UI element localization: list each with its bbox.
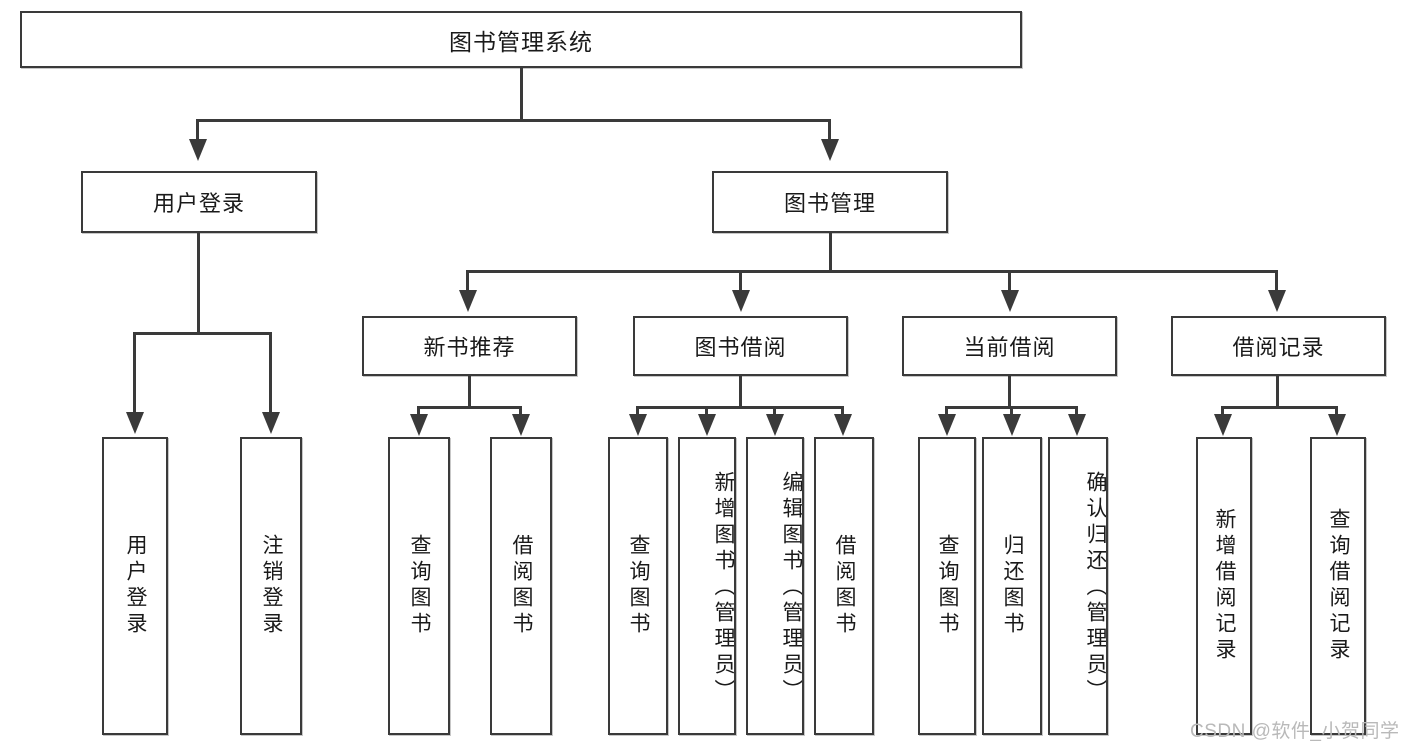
node-leaf-return-book[interactable]: 归还图书 (982, 437, 1042, 735)
node-leaf-borrow-book-2[interactable]: 借阅图书 (814, 437, 874, 735)
connector-drop-query-book-2 (636, 406, 639, 418)
arrow-book-management (821, 139, 839, 161)
connector-drop-new-book-recommend (466, 270, 469, 292)
node-leaf-logout-login[interactable]: 注销登录 (240, 437, 302, 735)
arrow-query-book-3 (938, 414, 956, 436)
node-leaf-borrow-book-2-label: 借阅图书 (833, 534, 857, 638)
connector-level3-bar (466, 270, 1278, 273)
node-leaf-edit-book-label: 编辑图书（管理员） (780, 471, 803, 705)
node-leaf-query-record-label: 查询借阅记录 (1327, 508, 1351, 664)
arrow-new-book-recommend (459, 290, 477, 312)
node-leaf-query-book-2-label: 查询图书 (627, 534, 651, 638)
connector-root-stem (520, 68, 523, 120)
connector-book-borrow-bar (636, 406, 844, 409)
connector-new-book-recommend-bar (417, 406, 522, 409)
node-leaf-query-book-1[interactable]: 查询图书 (388, 437, 450, 735)
arrow-add-book (698, 414, 716, 436)
arrow-return-book (1003, 414, 1021, 436)
arrow-leaf-user-login (126, 412, 144, 434)
connector-drop-borrow-record (1275, 270, 1278, 292)
arrow-query-book-1 (410, 414, 428, 436)
node-leaf-user-login[interactable]: 用户登录 (102, 437, 168, 735)
arrow-borrow-record (1268, 290, 1286, 312)
connector-drop-current-borrow (1008, 270, 1011, 292)
node-borrow-record-label: 借阅记录 (1232, 335, 1325, 360)
node-new-book-recommend-label: 新书推荐 (423, 335, 516, 360)
node-leaf-logout-login-label: 注销登录 (260, 534, 284, 638)
node-leaf-confirm-return[interactable]: 确认归还（管理员） (1048, 437, 1108, 735)
node-leaf-query-book-3[interactable]: 查询图书 (918, 437, 976, 735)
connector-drop-return-book (1010, 406, 1013, 418)
node-book-management-label: 图书管理 (783, 191, 876, 216)
connector-new-book-recommend-stem (468, 376, 471, 408)
connector-current-borrow-stem (1008, 376, 1011, 408)
node-book-management[interactable]: 图书管理 (712, 171, 948, 233)
node-root-label: 图书管理系统 (449, 28, 593, 55)
node-leaf-return-book-label: 归还图书 (1001, 534, 1025, 638)
node-leaf-borrow-book-1-label: 借阅图书 (510, 534, 534, 638)
node-leaf-add-record-label: 新增借阅记录 (1213, 508, 1237, 664)
node-leaf-add-book[interactable]: 新增图书（管理员） (678, 437, 736, 735)
node-leaf-borrow-book-1[interactable]: 借阅图书 (490, 437, 552, 735)
node-root-system[interactable]: 图书管理系统 (20, 11, 1022, 68)
connector-borrow-record-stem (1276, 376, 1279, 408)
connector-drop-add-book (705, 406, 708, 418)
connector-book-management-stem (829, 233, 832, 272)
node-leaf-add-record[interactable]: 新增借阅记录 (1196, 437, 1252, 735)
connector-user-login-stem (197, 233, 200, 334)
arrow-current-borrow (1001, 290, 1019, 312)
arrow-confirm-return (1068, 414, 1086, 436)
arrow-user-login (189, 139, 207, 161)
connector-book-borrow-stem (739, 376, 742, 408)
node-user-login[interactable]: 用户登录 (81, 171, 317, 233)
connector-user-login-bar (133, 332, 272, 335)
node-leaf-add-book-label: 新增图书（管理员） (712, 471, 735, 705)
connector-drop-borrow-book-1 (519, 406, 522, 418)
node-leaf-edit-book[interactable]: 编辑图书（管理员） (746, 437, 804, 735)
connector-level2-bar (196, 119, 831, 122)
connector-drop-leaf-user-login (133, 332, 136, 414)
connector-borrow-record-bar (1221, 406, 1338, 409)
arrow-book-borrow (732, 290, 750, 312)
watermark-text: CSDN @软件_小贺同学 (1190, 721, 1400, 742)
node-current-borrow-label: 当前借阅 (963, 335, 1056, 360)
arrow-add-record (1214, 414, 1232, 436)
arrow-borrow-book-2 (834, 414, 852, 436)
node-leaf-confirm-return-label: 确认归还（管理员） (1084, 471, 1107, 705)
arrow-edit-book (766, 414, 784, 436)
connector-drop-book-management (828, 119, 831, 141)
node-borrow-record[interactable]: 借阅记录 (1171, 316, 1386, 376)
arrow-borrow-book-1 (512, 414, 530, 436)
connector-drop-query-book-1 (417, 406, 420, 418)
connector-drop-leaf-logout-login (269, 332, 272, 414)
connector-drop-add-record (1221, 406, 1224, 418)
connector-drop-query-book-3 (945, 406, 948, 418)
node-user-login-label: 用户登录 (152, 191, 245, 216)
node-new-book-recommend[interactable]: 新书推荐 (362, 316, 577, 376)
connector-drop-confirm-return (1075, 406, 1078, 418)
node-leaf-user-login-label: 用户登录 (124, 534, 148, 638)
node-leaf-query-book-3-label: 查询图书 (936, 534, 960, 638)
arrow-query-record (1328, 414, 1346, 436)
node-current-borrow[interactable]: 当前借阅 (902, 316, 1117, 376)
connector-drop-query-record (1335, 406, 1338, 418)
connector-drop-borrow-book-2 (841, 406, 844, 418)
node-leaf-query-record[interactable]: 查询借阅记录 (1310, 437, 1366, 735)
node-leaf-query-book-1-label: 查询图书 (408, 534, 432, 638)
node-book-borrow[interactable]: 图书借阅 (633, 316, 848, 376)
node-book-borrow-label: 图书借阅 (694, 335, 787, 360)
arrow-leaf-logout-login (262, 412, 280, 434)
node-leaf-query-book-2[interactable]: 查询图书 (608, 437, 668, 735)
connector-drop-book-borrow (739, 270, 742, 292)
arrow-query-book-2 (629, 414, 647, 436)
connector-drop-user-login (196, 119, 199, 141)
connector-drop-edit-book (773, 406, 776, 418)
